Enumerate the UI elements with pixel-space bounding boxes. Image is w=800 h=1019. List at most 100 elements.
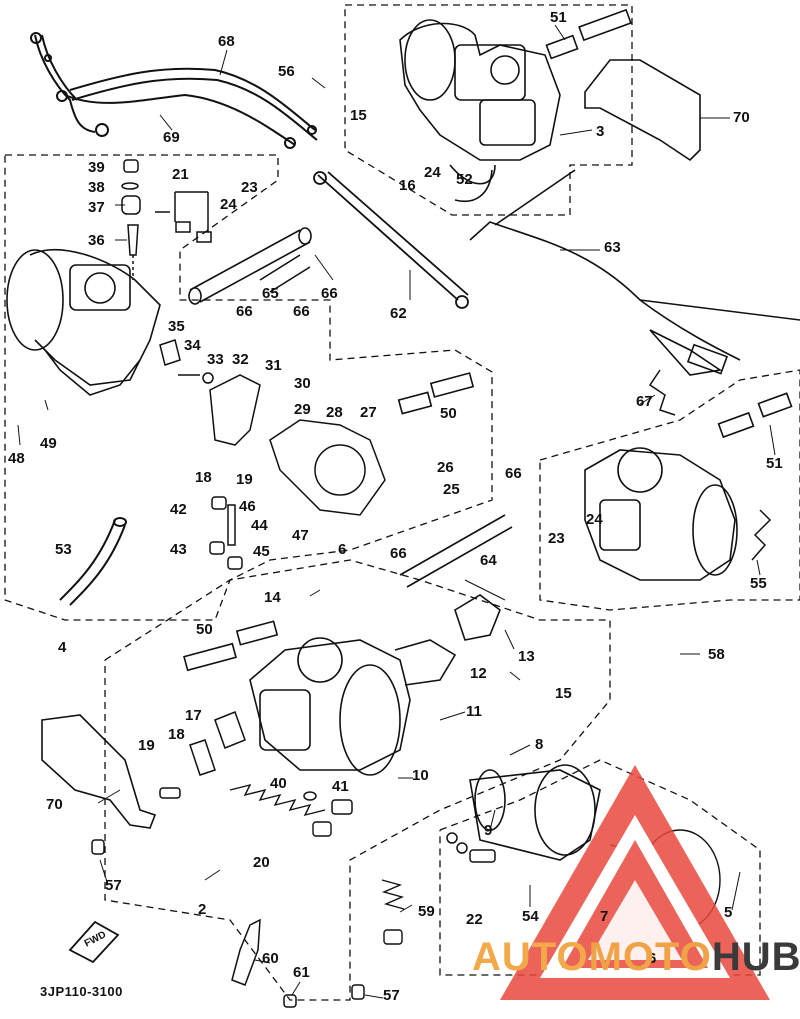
callout-24-top: 24 — [424, 164, 441, 181]
callout-6-mid: 6 — [338, 541, 347, 558]
callout-24-left: 24 — [220, 196, 237, 213]
callout-2: 2 — [198, 901, 207, 918]
callout-65: 65 — [262, 285, 279, 302]
fuel-pipe-50-lower — [183, 620, 279, 672]
carburetor-3-body — [399, 19, 561, 202]
forward-arrow-icon — [68, 920, 120, 964]
callout-23-left: 23 — [241, 179, 258, 196]
callout-11: 11 — [466, 703, 482, 720]
callout-19-left: 19 — [236, 471, 253, 488]
carburetor-1-body — [584, 447, 738, 581]
callout-66-d: 66 — [505, 465, 522, 482]
watermark-part-2: MOTO — [588, 935, 712, 979]
callout-21: 21 — [172, 166, 189, 183]
callout-66-b: 66 — [236, 303, 253, 320]
spring-59 — [381, 879, 405, 945]
air-funnel-8-9 — [469, 764, 601, 861]
fuel-pipe-51-top — [545, 8, 632, 60]
watermark-text: AUTOMOTOHUB — [472, 935, 800, 980]
callout-30: 30 — [294, 375, 311, 392]
leader-lines — [17, 24, 776, 999]
fuel-pipe-50-upper — [397, 372, 475, 415]
callout-53: 53 — [55, 541, 72, 558]
callout-31: 31 — [265, 357, 282, 374]
callout-52: 52 — [456, 171, 473, 188]
callout-41: 41 — [332, 778, 349, 795]
callout-23-right: 23 — [548, 530, 565, 547]
callout-45: 45 — [253, 543, 270, 560]
callout-18-left: 18 — [195, 469, 212, 486]
group-boundary-carb-3 — [344, 4, 633, 216]
screws-57 — [91, 839, 365, 1000]
callout-38: 38 — [88, 179, 105, 196]
bracket-70-top — [584, 59, 701, 162]
cap-37-38-39 — [121, 159, 141, 215]
callout-63: 63 — [604, 239, 621, 256]
group-boundary-carb-2 — [104, 559, 611, 1001]
callout-58: 58 — [708, 646, 725, 663]
group-boundary-air-filter — [439, 759, 761, 976]
callout-66-e: 66 — [390, 545, 407, 562]
callout-56: 56 — [278, 63, 295, 80]
callout-34: 34 — [184, 337, 201, 354]
callout-62: 62 — [390, 305, 407, 322]
throttle-cable-63 — [469, 169, 800, 376]
callout-18-lower: 18 — [168, 726, 185, 743]
callout-64: 64 — [480, 552, 497, 569]
callout-5: 5 — [724, 904, 733, 921]
callout-69: 69 — [163, 129, 180, 146]
link-rod-62 — [313, 171, 469, 309]
hose-53 — [59, 517, 127, 606]
reference-code: 3JP110-3100 — [40, 984, 123, 999]
callout-17: 17 — [185, 707, 202, 724]
callout-19-lower: 19 — [138, 737, 155, 754]
screws-42-46 — [209, 496, 243, 570]
callout-49: 49 — [40, 435, 57, 452]
callout-59: 59 — [418, 903, 435, 920]
bracket-70-lower — [41, 714, 157, 829]
spring-55 — [751, 509, 772, 561]
watermark-part-3: HUB — [711, 935, 800, 979]
callout-68: 68 — [218, 33, 235, 50]
callout-48: 48 — [8, 450, 25, 467]
callout-33: 33 — [207, 351, 224, 368]
callout-44: 44 — [251, 517, 268, 534]
callout-47: 47 — [292, 527, 309, 544]
callout-70-lower: 70 — [46, 796, 63, 813]
callout-36: 36 — [88, 232, 105, 249]
callout-3: 3 — [596, 123, 605, 140]
fuel-pipe-51-right — [717, 392, 793, 439]
callout-61: 61 — [293, 964, 310, 981]
callout-14: 14 — [264, 589, 281, 606]
callout-29: 29 — [294, 401, 311, 418]
callout-51-top: 51 — [550, 9, 567, 26]
group-boundary-carb-4 — [4, 154, 493, 621]
callout-39: 39 — [88, 159, 105, 176]
callout-6-lower: 6 — [648, 950, 657, 967]
spring-20 — [229, 783, 332, 837]
screws-22 — [446, 832, 496, 863]
callout-10: 10 — [412, 767, 429, 784]
callout-20: 20 — [253, 854, 270, 871]
lever-60 — [231, 918, 261, 986]
callout-43: 43 — [170, 541, 187, 558]
callout-66-c: 66 — [293, 303, 310, 320]
callout-27: 27 — [360, 404, 377, 421]
callout-9: 9 — [484, 822, 493, 839]
callout-22: 22 — [466, 911, 483, 928]
callout-35: 35 — [168, 318, 185, 335]
screw-36 — [127, 224, 139, 280]
callout-8: 8 — [535, 736, 544, 753]
callout-57-left: 57 — [105, 877, 122, 894]
callout-40: 40 — [270, 775, 287, 792]
callout-70-top: 70 — [733, 109, 750, 126]
throttle-parts-27-35 — [159, 339, 386, 516]
callout-12: 12 — [470, 665, 487, 682]
callout-13: 13 — [518, 648, 535, 665]
callout-26: 26 — [437, 459, 454, 476]
callout-28: 28 — [326, 404, 343, 421]
callout-4: 4 — [58, 639, 67, 656]
joint-pipe-65 — [188, 227, 312, 305]
